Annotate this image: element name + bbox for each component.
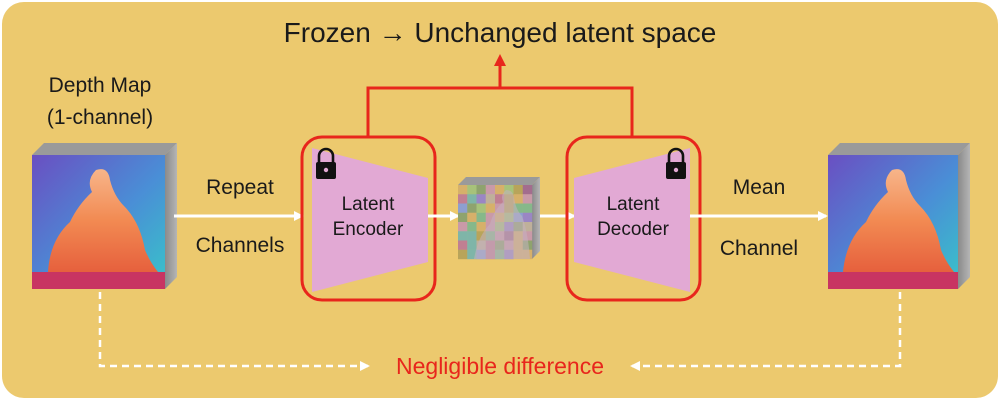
latent-grid-cell <box>495 185 505 195</box>
input-depth-map-image <box>32 143 177 289</box>
latent-grid-cell <box>513 203 523 213</box>
channel-label: Channel <box>720 237 798 260</box>
output-dashed-connector <box>630 292 902 371</box>
latent-grid-cell <box>476 194 486 204</box>
latent-grid-cell <box>513 194 523 204</box>
latent-grid-cell <box>458 194 468 204</box>
latent-grid-cell <box>458 203 468 213</box>
mean-label: Mean <box>733 176 786 199</box>
latent-grid-cell <box>485 212 496 223</box>
input-label-line1: Depth Map <box>49 74 152 97</box>
latent-grid-cell <box>522 203 533 213</box>
decoder-shape <box>574 148 690 292</box>
lock-icon <box>316 147 336 179</box>
repeat-label: Repeat <box>206 176 274 199</box>
latent-grid-cell <box>458 185 468 195</box>
latent-grid-cell <box>458 212 468 223</box>
latent-grid-cell <box>467 212 477 223</box>
latent-grid-cell <box>467 203 477 213</box>
decoder-label-line2: Decoder <box>597 219 669 240</box>
latent-grid-cell <box>467 240 477 250</box>
lock-icon <box>666 147 686 179</box>
latent-grid-cell <box>495 194 505 204</box>
latent-grid-cell <box>458 240 468 250</box>
latent-grid-cell <box>467 249 477 260</box>
latent-grid-cell <box>467 194 477 204</box>
decoder-frame <box>565 135 702 302</box>
input-label-line2: (1-channel) <box>47 106 153 129</box>
latent-grid-image <box>458 177 540 260</box>
latent-grid-cell <box>504 185 514 195</box>
latent-grid-cell <box>485 185 496 195</box>
latent-grid-cell <box>476 212 486 223</box>
latent-grid-cell <box>467 222 477 232</box>
output-depth-map-image <box>828 143 970 289</box>
latent-grid-cell <box>522 212 533 223</box>
latent-grid-cell <box>458 222 468 232</box>
input-dashed-connector <box>98 292 370 371</box>
negligible-difference-label: Negligible difference <box>396 353 604 379</box>
latent-grid-cell <box>522 185 533 195</box>
latent-grid-cell <box>476 222 486 232</box>
latent-grid-cell <box>522 194 533 204</box>
latent-grid-cell <box>458 249 468 260</box>
latent-grid-cell <box>476 203 486 213</box>
encoder-frame <box>300 135 437 302</box>
encoder-label-line1: Latent <box>342 194 396 215</box>
diagram-title: Frozen → Unchanged latent space <box>284 17 717 48</box>
latent-decoder: Latent Decoder <box>565 135 702 302</box>
latent-grid-cell <box>485 203 496 213</box>
latent-grid-cell <box>458 231 468 241</box>
channels-label: Channels <box>196 234 285 257</box>
latent-encoder: Latent Encoder <box>300 135 437 302</box>
encoder-shape <box>312 148 428 292</box>
latent-grid-cell <box>522 231 533 241</box>
encoder-label-line2: Encoder <box>333 219 404 240</box>
latent-grid-cell <box>476 185 486 195</box>
latent-grid-cell <box>467 231 477 241</box>
decoder-label-line1: Latent <box>607 194 661 215</box>
latent-grid-cell <box>513 185 523 195</box>
latent-grid-cell <box>467 185 477 195</box>
latent-grid-cell <box>476 231 486 241</box>
latent-grid-cell <box>485 194 496 204</box>
latent-grid-cell <box>522 222 533 232</box>
